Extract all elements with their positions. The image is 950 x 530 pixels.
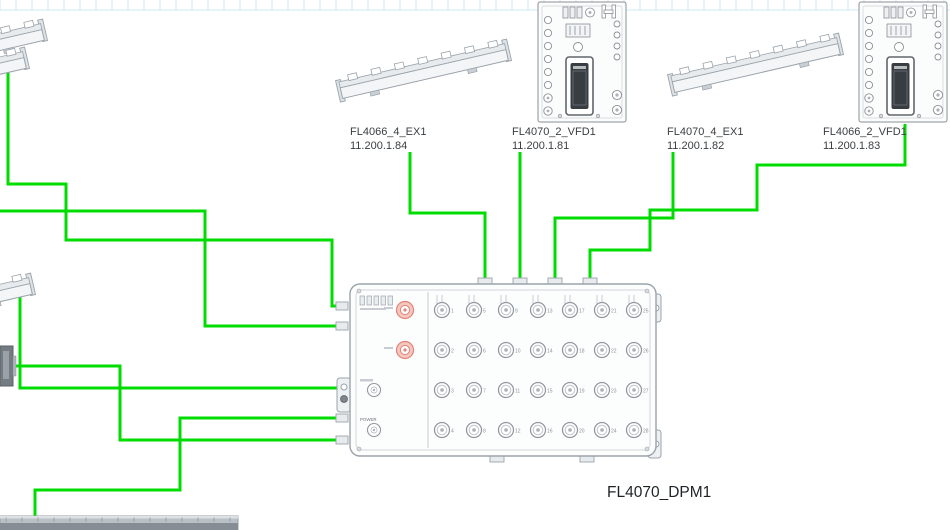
port-number: 19 xyxy=(579,389,585,395)
module-housing xyxy=(349,283,657,457)
grid-strip xyxy=(0,0,950,11)
device-name-label: FL4066_4_EX1 xyxy=(350,126,426,138)
wire-layer xyxy=(0,66,907,517)
device-fl4070-2-vfd1[interactable] xyxy=(537,1,627,123)
port-number: 10 xyxy=(515,349,521,355)
power-label: POWER xyxy=(360,417,377,422)
port-number: 2 xyxy=(451,349,454,355)
device-ip-label: 11.200.1.83 xyxy=(823,140,880,152)
port-number: 26 xyxy=(643,349,649,355)
device-name-label: FL4066_2_VFD1 xyxy=(823,126,907,138)
device-fl4070-4-ex1[interactable] xyxy=(666,31,845,98)
port-number: 5 xyxy=(483,309,486,315)
port-number: 9 xyxy=(515,309,518,315)
partial-device-dark-left[interactable] xyxy=(0,345,17,387)
device-fl4066-4-ex1[interactable] xyxy=(334,37,513,104)
device-ip-label: 11.200.1.84 xyxy=(350,140,407,152)
port-number: 28 xyxy=(643,429,649,435)
port-number: 12 xyxy=(515,429,521,435)
port-number: 6 xyxy=(483,349,486,355)
main-device-label: FL4070_DPM1 xyxy=(607,484,711,501)
device-name-label: FL4070_4_EX1 xyxy=(667,126,743,138)
connection-wire[interactable] xyxy=(553,152,675,288)
port-number: 13 xyxy=(547,309,553,315)
partial-device-bottom-left[interactable] xyxy=(0,515,239,530)
port-number: 8 xyxy=(483,429,486,435)
connection-wire[interactable] xyxy=(0,209,342,328)
port-number: 18 xyxy=(579,349,585,355)
connection-wire[interactable] xyxy=(33,416,342,517)
device-fl4066-2-vfd1[interactable] xyxy=(858,1,948,123)
device-ip-label: 11.200.1.81 xyxy=(512,140,569,152)
connection-wire[interactable] xyxy=(408,152,487,288)
mounting-tab xyxy=(336,377,352,413)
port-number: 17 xyxy=(579,309,585,315)
connection-wire[interactable] xyxy=(16,364,342,442)
port-number: 22 xyxy=(611,349,617,355)
port-number: 23 xyxy=(611,389,617,395)
module-aux-ports: POWER xyxy=(359,295,415,438)
connection-wire[interactable] xyxy=(18,296,348,390)
device-name-label: FL4070_2_VFD1 xyxy=(512,126,596,138)
port-number: 25 xyxy=(643,309,649,315)
connection-wire[interactable] xyxy=(6,66,342,308)
device-fl4070-dpm1[interactable]: POWER 1234567891011121314151617181920212… xyxy=(335,277,662,463)
port-number: 4 xyxy=(451,429,454,435)
port-number: 24 xyxy=(611,429,617,435)
port-number: 11 xyxy=(515,389,520,395)
m12-port-highlighted xyxy=(395,300,415,320)
port-number: 14 xyxy=(547,349,553,355)
connection-wire[interactable] xyxy=(588,124,907,288)
port-number: 3 xyxy=(451,389,454,395)
device-ip-label: 11.200.1.82 xyxy=(667,140,724,152)
port-number: 15 xyxy=(547,389,553,395)
port-number: 27 xyxy=(643,389,649,395)
port-number: 20 xyxy=(579,429,585,435)
port-number: 7 xyxy=(483,389,486,395)
port-number: 16 xyxy=(547,429,553,435)
port-number: 1 xyxy=(451,309,454,315)
port-number: 21 xyxy=(611,309,617,315)
m12-port-highlighted xyxy=(395,340,415,360)
partial-device-mid-left[interactable] xyxy=(0,271,37,338)
